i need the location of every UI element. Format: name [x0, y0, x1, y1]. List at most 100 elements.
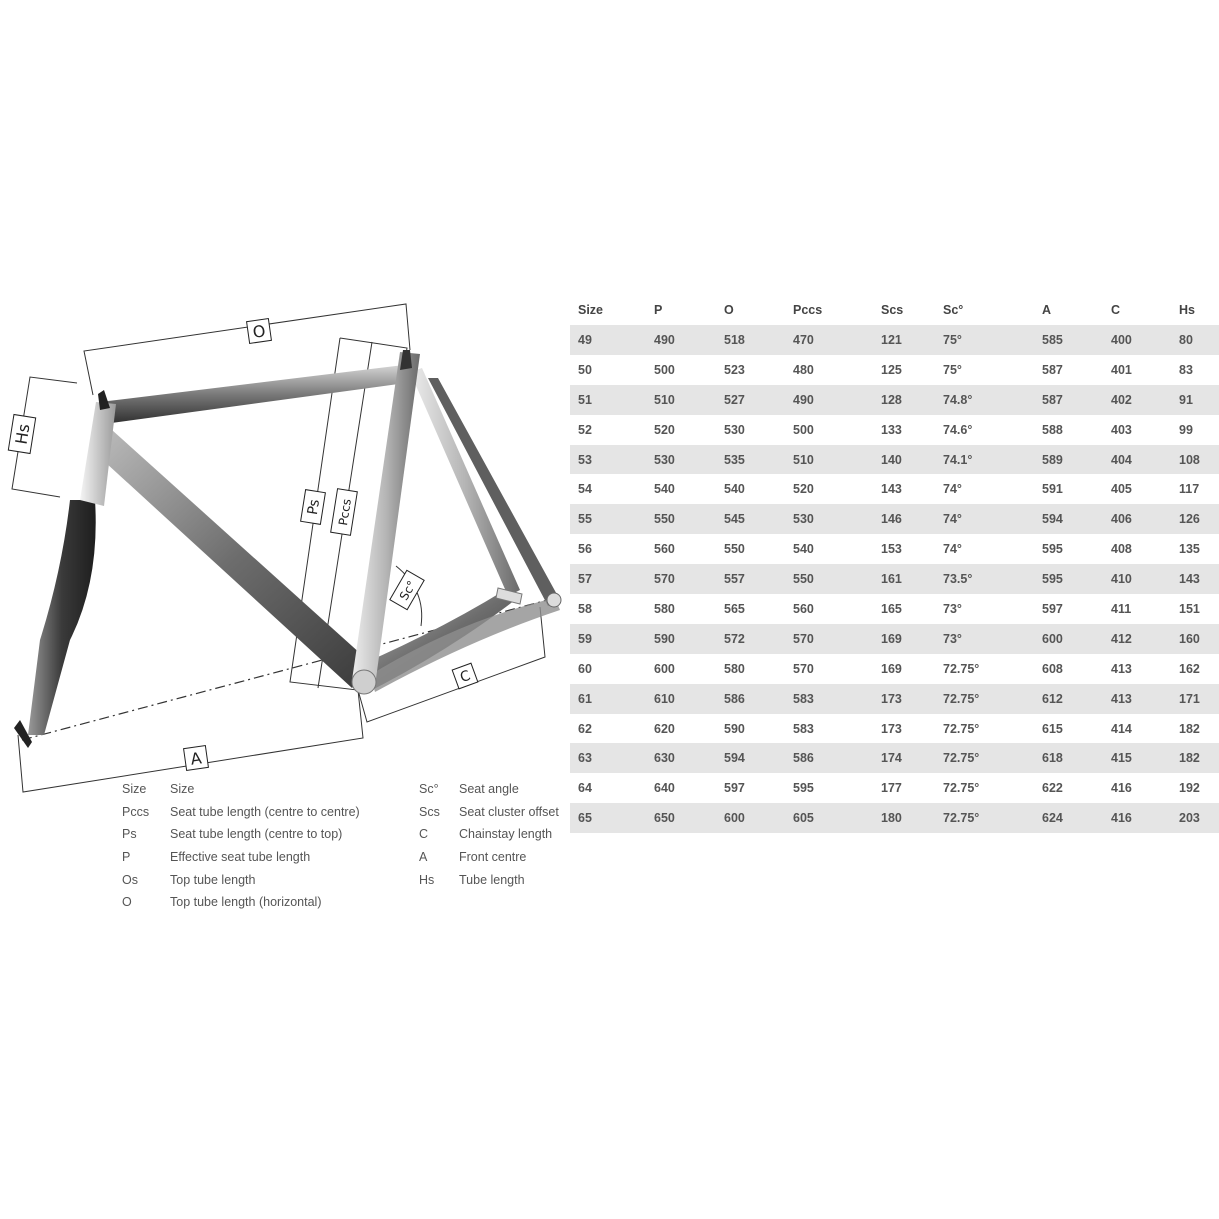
svg-text:Ps: Ps	[305, 498, 323, 516]
table-cell: 580	[646, 594, 716, 624]
table-cell: 630	[646, 743, 716, 774]
table-cell: 108	[1171, 444, 1219, 475]
table-cell: 133	[873, 414, 935, 445]
table-cell: 60	[570, 653, 646, 684]
table-cell: 590	[716, 713, 785, 744]
table-cell: 591	[1034, 474, 1103, 505]
table-cell: 58	[570, 594, 646, 624]
label-pccs: Pccs	[330, 488, 358, 536]
table-cell: 140	[873, 444, 935, 475]
table-cell: 413	[1103, 683, 1171, 714]
table-cell: 74°	[935, 474, 1034, 505]
table-cell: 565	[716, 594, 785, 624]
table-cell: 540	[716, 474, 785, 505]
table-cell: 540	[646, 474, 716, 505]
table-cell: 416	[1103, 803, 1171, 834]
table-cell: 99	[1171, 414, 1219, 445]
table-cell: 545	[716, 504, 785, 535]
table-cell: 520	[785, 474, 873, 505]
table-cell: 411	[1103, 594, 1171, 624]
table-cell: 165	[873, 594, 935, 624]
label-a: A	[183, 745, 209, 771]
table-cell: 600	[716, 803, 785, 834]
table-cell: 74.6°	[935, 414, 1034, 445]
table-cell: 530	[646, 444, 716, 475]
table-cell: 414	[1103, 713, 1171, 744]
table-cell: 622	[1034, 773, 1103, 804]
down-tube	[94, 430, 372, 688]
table-cell: 74.1°	[935, 444, 1034, 475]
table-cell: 520	[646, 414, 716, 445]
legend: Size Size Pccs Seat tube length (centre …	[122, 782, 559, 909]
table-cell: 595	[1034, 534, 1103, 565]
label-ps: Ps	[300, 489, 326, 525]
table-cell: 608	[1034, 653, 1103, 684]
table-cell: 173	[873, 683, 935, 714]
table-cell: 597	[1034, 594, 1103, 624]
table-cell: 589	[1034, 444, 1103, 475]
table-cell: 177	[873, 773, 935, 804]
table-cell: 550	[716, 534, 785, 565]
head-tube	[80, 402, 116, 506]
table-cell: 560	[785, 594, 873, 624]
table-cell: 56	[570, 534, 646, 565]
table-cell: 74.8°	[935, 384, 1034, 415]
table-cell: 572	[716, 623, 785, 654]
table-cell: 585	[1034, 325, 1103, 355]
table-cell: 203	[1171, 803, 1219, 834]
table-cell: 143	[1171, 564, 1219, 595]
table-cell: 413	[1103, 653, 1171, 684]
table-cell: 182	[1171, 743, 1219, 774]
seat-stay	[410, 368, 520, 596]
table-cell: 518	[716, 325, 785, 355]
table-cell: 550	[646, 504, 716, 535]
table-cell: 404	[1103, 444, 1171, 475]
table-cell: 650	[646, 803, 716, 834]
table-cell: 530	[716, 414, 785, 445]
table-cell: 161	[873, 564, 935, 595]
column-header: Scs	[881, 303, 904, 317]
table-cell: 72.75°	[935, 773, 1034, 804]
table-cell: 405	[1103, 474, 1171, 505]
fork	[28, 500, 96, 735]
table-cell: 169	[873, 653, 935, 684]
table-cell: 75°	[935, 354, 1034, 385]
table-cell: 72.75°	[935, 713, 1034, 744]
table-cell: 51	[570, 384, 646, 415]
column-header: P	[654, 303, 663, 317]
table-cell: 612	[1034, 683, 1103, 714]
table-cell: 126	[1171, 504, 1219, 535]
table-cell: 128	[873, 384, 935, 415]
column-header: Pccs	[793, 303, 823, 317]
table-cell: 535	[716, 444, 785, 475]
table-cell: 560	[646, 534, 716, 565]
table-cell: 73.5°	[935, 564, 1034, 595]
table-cell: 62	[570, 713, 646, 744]
table-cell: 54	[570, 474, 646, 505]
table-cell: 192	[1171, 773, 1219, 804]
table-cell: 470	[785, 325, 873, 355]
table-cell: 490	[785, 384, 873, 415]
table-cell: 125	[873, 354, 935, 385]
table-cell: 590	[646, 623, 716, 654]
table-cell: 75°	[935, 325, 1034, 355]
table-cell: 416	[1103, 773, 1171, 804]
table-cell: 527	[716, 384, 785, 415]
table-cell: 570	[646, 564, 716, 595]
table-cell: 597	[716, 773, 785, 804]
table-cell: 402	[1103, 384, 1171, 415]
table-cell: 587	[1034, 384, 1103, 415]
table-cell: 72.75°	[935, 653, 1034, 684]
table-cell: 63	[570, 743, 646, 774]
table-cell: 480	[785, 354, 873, 385]
